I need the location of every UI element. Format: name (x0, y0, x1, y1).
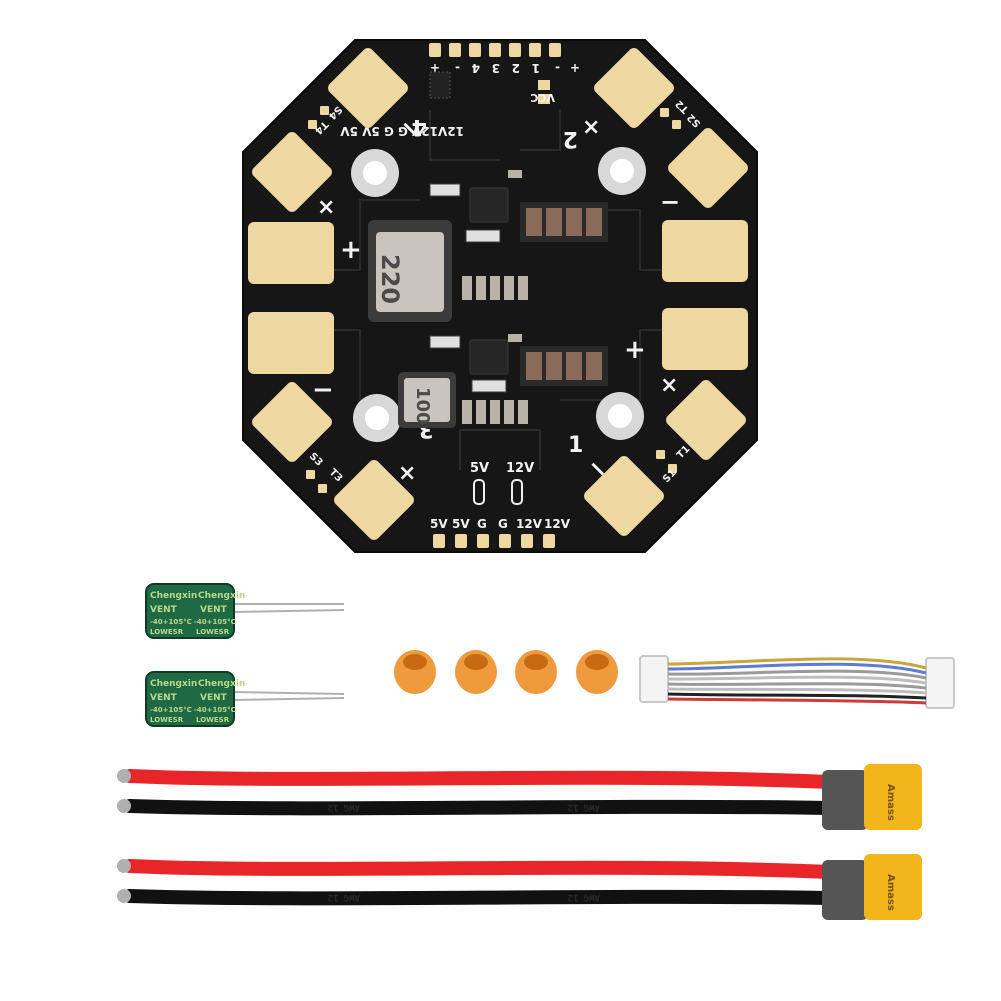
bottom-rail-pads (433, 534, 555, 548)
bec-indicators: 5V 12V (470, 461, 534, 505)
svg-text:VENT: VENT (150, 693, 178, 703)
bottom-rail-labels: 5V 5V G G 12V 12V (430, 517, 571, 531)
svg-text:Chengxin: Chengxin (150, 591, 197, 601)
svg-text:AWG 12: AWG 12 (567, 802, 600, 812)
svg-text:100: 100 (412, 387, 433, 425)
svg-text:Chengxin: Chengxin (198, 591, 245, 601)
motor-numbers: 4 2 3 1 (412, 114, 584, 458)
jst-plug-right (925, 657, 955, 709)
svg-text:Chengxin: Chengxin (198, 679, 245, 689)
resistor-arrays (462, 170, 528, 424)
svg-text:G: G (477, 517, 487, 531)
svg-text:LOWESR: LOWESR (196, 716, 230, 724)
svg-text:12V: 12V (544, 517, 571, 531)
svg-text:×: × (398, 461, 416, 486)
svg-text:-: - (455, 61, 460, 75)
electrolytic-capacitor-2: Chengxin Chengxin VENT VENT -40+105°C -4… (145, 671, 345, 727)
vcc-jumper: VCC (530, 80, 555, 104)
svg-text:G: G (498, 517, 508, 531)
top-connector-pads (429, 43, 561, 57)
xt60-shell-2 (822, 860, 868, 920)
capacitor-bank-lower (520, 346, 608, 386)
svg-text:2: 2 (512, 61, 520, 75)
svg-text:−: − (660, 188, 680, 216)
svg-text:AWG 12: AWG 12 (327, 802, 360, 812)
svg-text:-40+105°C: -40+105°C (194, 706, 236, 714)
svg-text:1: 1 (568, 433, 583, 458)
svg-text:5V: 5V (470, 461, 489, 476)
svg-text:2: 2 (563, 126, 578, 151)
svg-text:-: - (555, 61, 560, 75)
svg-text:AWG 12: AWG 12 (327, 892, 360, 902)
svg-text:×: × (582, 115, 600, 140)
inductor-large: 220 (368, 220, 452, 322)
svg-text:3: 3 (492, 61, 500, 75)
svg-text:AWG 12: AWG 12 (567, 892, 600, 902)
svg-text:+: + (340, 235, 362, 265)
red-wire-1 (123, 769, 837, 789)
svg-text:Amass: Amass (885, 784, 896, 821)
jst-plug-left (639, 655, 669, 703)
svg-text:VENT: VENT (200, 693, 228, 703)
standoff-3 (515, 650, 557, 694)
power-lead-2: AWG 12 AWG 12 Amass (117, 854, 922, 920)
standoff-1 (394, 650, 436, 694)
svg-text:VENT: VENT (200, 605, 228, 615)
svg-text:5V: 5V (430, 517, 448, 531)
svg-text:LOWESR: LOWESR (150, 628, 184, 636)
svg-text:220: 220 (376, 254, 404, 304)
red-wire-2 (123, 859, 837, 879)
xt60-connector-1 (864, 764, 922, 830)
svg-text:1: 1 (532, 61, 540, 75)
mounting-holes (351, 147, 646, 442)
svg-text:-40+105°C: -40+105°C (150, 618, 192, 626)
xt60-connector-2 (864, 854, 922, 920)
top-pad-labels: + - 4 3 2 1 - + (430, 61, 580, 75)
jst-cable (639, 655, 955, 709)
svg-text:5V: 5V (452, 517, 470, 531)
svg-text:+: + (570, 61, 580, 75)
svg-text:-40+105°C: -40+105°C (150, 706, 192, 714)
standoff-4 (576, 650, 618, 694)
svg-text:Amass: Amass (885, 874, 896, 911)
svg-text:4: 4 (472, 61, 480, 75)
regulator-ics (429, 183, 509, 393)
svg-text:×: × (660, 373, 678, 398)
svg-text:−: − (312, 375, 334, 405)
electrolytic-capacitor-1: Chengxin Chengxin VENT VENT -40+105°C -4… (145, 583, 345, 639)
svg-text:+: + (430, 61, 440, 75)
svg-text:12V: 12V (506, 461, 534, 476)
power-distribution-board: + - 4 3 2 1 - + VCC 12V12V G G 5V 5V (242, 39, 758, 553)
top-rail-label: 12V12V G G 5V 5V (340, 124, 464, 138)
svg-text:VCC: VCC (530, 91, 555, 104)
black-wire-1 (123, 799, 837, 816)
power-lead-1: AWG 12 AWG 12 Amass (117, 764, 922, 830)
standoff-2 (455, 650, 497, 694)
svg-text:Chengxin: Chengxin (150, 679, 197, 689)
svg-text:12V: 12V (516, 517, 543, 531)
inductor-small: 100 (398, 372, 456, 428)
svg-text:LOWESR: LOWESR (196, 628, 230, 636)
svg-text:LOWESR: LOWESR (150, 716, 184, 724)
svg-text:×: × (317, 195, 335, 220)
silicone-standoffs (394, 650, 618, 694)
xt60-shell-1 (822, 770, 868, 830)
black-wire-2 (123, 889, 837, 906)
svg-text:4: 4 (412, 114, 427, 139)
small-ic (429, 71, 451, 99)
capacitor-bank-upper (520, 202, 608, 242)
motor-pads (248, 48, 748, 540)
signal-pads (306, 106, 681, 493)
svg-text:+: + (624, 335, 646, 365)
svg-text:VENT: VENT (150, 605, 178, 615)
board-traces (300, 110, 700, 470)
svg-text:-40+105°C: -40+105°C (194, 618, 236, 626)
